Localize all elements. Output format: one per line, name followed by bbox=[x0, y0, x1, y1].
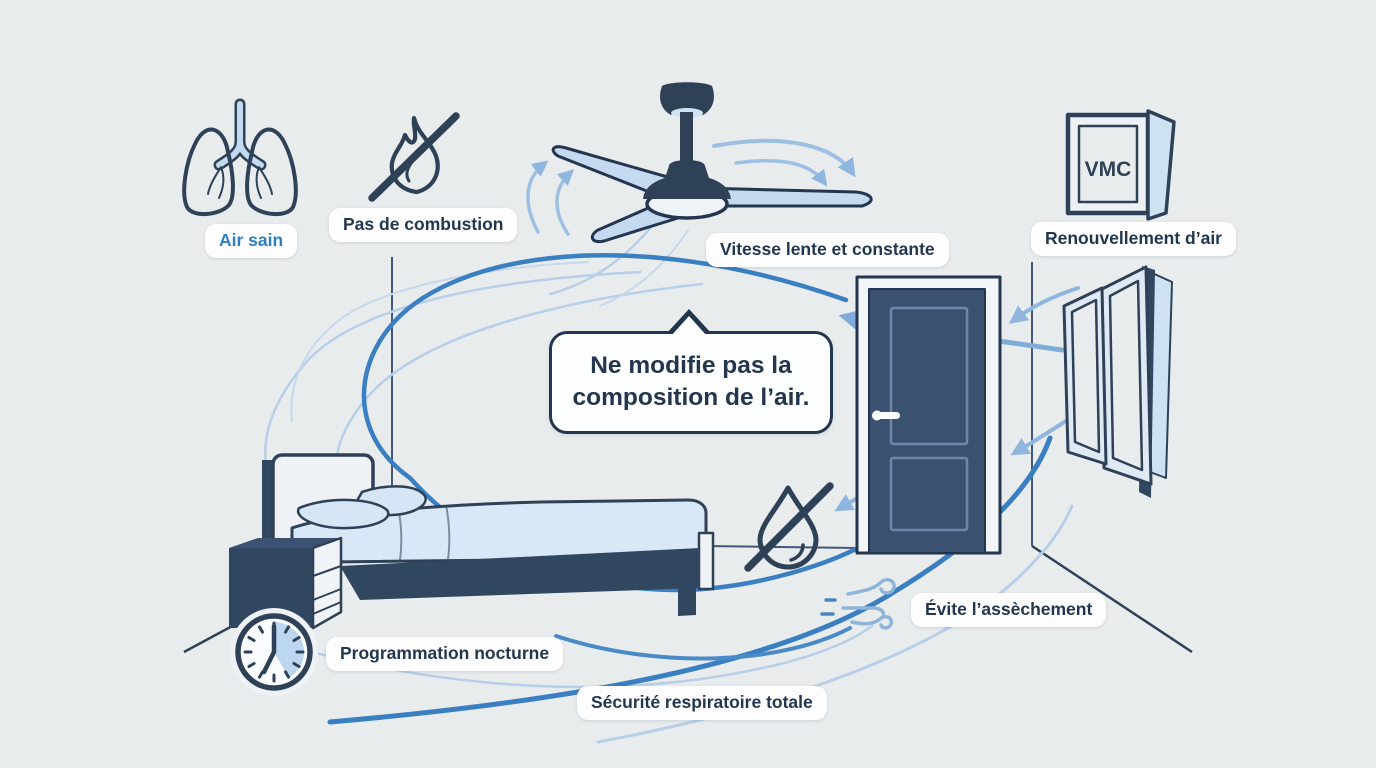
fan-swirl-arrow-left-inner bbox=[555, 169, 575, 236]
door-slab bbox=[868, 288, 986, 554]
nightstand-drawer-lines bbox=[312, 565, 342, 615]
pillow-front bbox=[296, 498, 390, 530]
open-window bbox=[1062, 265, 1173, 498]
wind-curl-top bbox=[846, 578, 896, 596]
floor-line-left bbox=[183, 622, 237, 654]
fan-swirl-arrow-right-outer bbox=[712, 138, 856, 178]
window-front-glass bbox=[1108, 279, 1144, 472]
label-programmation: Programmation nocturne bbox=[326, 637, 564, 671]
baseboard-line bbox=[705, 545, 858, 549]
wind-dashes bbox=[820, 598, 837, 616]
door-panel-upper bbox=[889, 306, 969, 446]
nightstand-side bbox=[311, 536, 343, 630]
bed-base bbox=[340, 548, 700, 600]
fan-ceiling-mount bbox=[660, 82, 714, 115]
slash-line bbox=[368, 112, 460, 202]
label-securite: Sécurité respiratoire totale bbox=[577, 686, 827, 720]
airflow-curve bbox=[599, 229, 689, 307]
window-left-glass bbox=[1070, 298, 1101, 454]
wind-curl-bottom bbox=[850, 615, 894, 630]
speech-bubble: Ne modifie pas la composition de l’air. bbox=[549, 309, 833, 434]
left-lung bbox=[182, 127, 235, 216]
left-bronchi bbox=[207, 166, 225, 199]
label-vitesse: Vitesse lente et constante bbox=[706, 233, 949, 267]
arrow-into-room-top bbox=[1008, 286, 1080, 324]
nightstand-top bbox=[229, 538, 341, 548]
fan-motor-housing bbox=[643, 160, 731, 199]
door bbox=[855, 275, 1002, 555]
clock-hands bbox=[261, 623, 277, 675]
trachea-fill bbox=[216, 101, 264, 168]
bed bbox=[262, 453, 715, 616]
no-humidity-icon bbox=[744, 482, 834, 572]
vmc-window-icon: VMC bbox=[1065, 109, 1176, 221]
fan-swirl-arrow-right-inner bbox=[734, 159, 828, 187]
airflow-curve-medium bbox=[554, 626, 852, 661]
floor-line-right bbox=[1031, 544, 1193, 654]
water-drop-inner bbox=[789, 543, 805, 562]
footboard-post bbox=[697, 531, 715, 591]
water-drop-outline bbox=[757, 485, 819, 570]
lungs-icon bbox=[182, 98, 298, 216]
vmc-frame-inner bbox=[1077, 124, 1139, 204]
bed-leg bbox=[678, 585, 696, 616]
fan-blade-right bbox=[698, 186, 873, 208]
timer-clock-icon bbox=[230, 608, 318, 696]
label-pas-de-combustion: Pas de combustion bbox=[329, 208, 518, 242]
door-panel-lower bbox=[889, 456, 969, 532]
flame-outline bbox=[389, 115, 440, 195]
airflow-curve bbox=[548, 224, 654, 296]
no-combustion-icon bbox=[368, 112, 460, 202]
airflow-curve-medium bbox=[327, 435, 1053, 725]
vmc-open-pane bbox=[1146, 109, 1176, 221]
airflow-curve bbox=[294, 624, 874, 689]
label-evite: Évite l’assèchement bbox=[911, 593, 1107, 627]
door-handle-knob bbox=[872, 410, 882, 421]
ceiling-fan bbox=[551, 82, 873, 244]
fan-blade-left bbox=[551, 145, 680, 199]
right-bronchi bbox=[255, 166, 273, 199]
vmc-label: VMC bbox=[1085, 158, 1132, 181]
fan-rod bbox=[680, 112, 693, 170]
speech-bubble-line1: Ne modifie pas la bbox=[590, 352, 792, 379]
fan-swirl-arrow-left-outer bbox=[526, 160, 549, 234]
right-lung bbox=[245, 127, 298, 216]
airflow-curve bbox=[264, 270, 642, 484]
wind-icon bbox=[820, 578, 896, 630]
airflow-curve bbox=[290, 261, 589, 423]
label-air-sain: Air sain bbox=[205, 224, 298, 258]
label-renouvellement: Renouvellement d’air bbox=[1031, 222, 1236, 256]
speech-bubble-line2: composition de l’air. bbox=[572, 384, 810, 412]
slash-line bbox=[744, 482, 834, 572]
